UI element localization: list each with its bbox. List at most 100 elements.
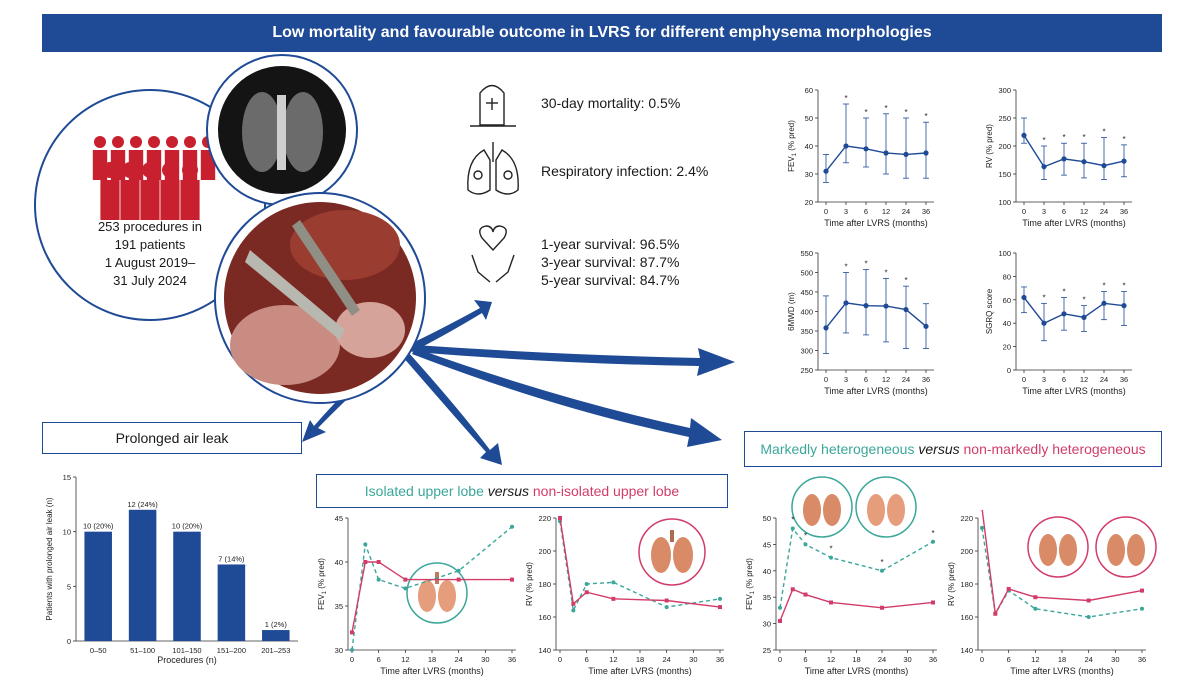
series-point-0 (1033, 606, 1038, 611)
x-tick-label: 0 (824, 207, 828, 216)
mean-line (825, 302, 927, 329)
infection-text: Respiratory infection: 2.4% (541, 163, 709, 179)
arrow-to-heterogeneous (412, 348, 722, 447)
significance-marker: * (791, 516, 794, 525)
significance-marker: * (864, 259, 867, 268)
significance-marker: * (880, 558, 883, 567)
mean-point (903, 151, 909, 157)
surgical-grasper (292, 220, 360, 316)
y-tick-label: 0 (1007, 366, 1011, 375)
x-tick-label: 24 (454, 655, 462, 664)
mean-point (923, 323, 929, 329)
y-axis-label: SGRQ score (985, 288, 994, 334)
mean-point (1101, 300, 1107, 306)
x-tick-label: 36 (716, 655, 724, 664)
infected-lungs-icon (467, 142, 519, 195)
series-point-1 (778, 618, 782, 623)
y-axis-label: RV (% pred) (985, 124, 994, 168)
x-tick-label: 0 (980, 655, 984, 664)
series-point-0 (510, 524, 514, 529)
x-tick-label: 0 (350, 655, 354, 664)
significance-marker: * (1122, 282, 1125, 291)
series-point-0 (456, 568, 461, 573)
series-point-0 (880, 568, 884, 573)
upper-lobe-b: non-isolated upper lobe (532, 483, 680, 499)
y-tick-label: 160 (538, 613, 551, 622)
y-tick-label: 500 (800, 269, 813, 278)
y-tick-label: 400 (800, 308, 813, 317)
x-tick-label: 3 (844, 207, 848, 216)
crowd-person-body (160, 180, 180, 220)
series-line-1 (559, 517, 721, 608)
y-axis-label: RV (% pred) (947, 562, 956, 606)
ct-left-lung (242, 92, 282, 172)
x-tick-label: 18 (852, 655, 860, 664)
y-axis-label: FEV1 (% pred) (745, 558, 756, 610)
upper-lobe-versus: versus (487, 483, 529, 499)
patients-line-4: 31 July 2024 (113, 273, 187, 288)
significance-marker: * (924, 112, 927, 121)
series-point-1 (829, 600, 833, 605)
mean-line (1023, 297, 1125, 325)
mortality-text: 30-day mortality: 0.5% (541, 95, 681, 111)
series-point-1 (790, 587, 795, 592)
x-tick-label: 6 (864, 207, 868, 216)
x-tick-label: 12 (1080, 375, 1088, 384)
significance-marker: * (1062, 133, 1065, 142)
y-axis-label: FEV1 (% pred) (317, 558, 328, 610)
mean-point (1021, 132, 1027, 138)
crowd-person-head (162, 162, 178, 178)
y-axis-label: FEV1 (% pred) (787, 120, 798, 172)
series-point-1 (363, 560, 368, 564)
x-axis-label: Time after LVRS (months) (824, 386, 928, 396)
patients-summary: 253 procedures in 191 patients 1 August … (60, 218, 240, 290)
arrow-to-upper-lobe (402, 352, 502, 465)
series-point-1 (611, 596, 616, 601)
crowd-person-head (94, 136, 106, 148)
mean-point (1041, 320, 1047, 326)
bar-data-label: 12 (24%) (127, 500, 158, 509)
significance-marker: * (904, 108, 907, 117)
series-point-1 (718, 605, 722, 610)
heterogeneous-lung-icon-1 (791, 476, 853, 538)
y-tick-label: 300 (998, 86, 1011, 95)
bar-data-label: 10 (20%) (83, 522, 114, 531)
mean-point (1061, 156, 1067, 162)
x-tick-label: 30 (903, 655, 911, 664)
series-point-0 (931, 539, 935, 544)
y-tick-label: 140 (538, 646, 551, 655)
y-tick-label: 220 (960, 514, 973, 523)
y-tick-label: 180 (960, 580, 973, 589)
upper-lobe-a: Isolated upper lobe (364, 483, 484, 499)
significance-marker: * (829, 545, 832, 554)
series-point-1 (350, 630, 354, 635)
x-tick-label: 51–100 (130, 646, 155, 655)
x-axis-label: Procedures (n) (157, 655, 217, 665)
mean-point (863, 146, 869, 152)
series-point-0 (790, 526, 795, 531)
crowd-person-body (180, 180, 200, 220)
series-point-1 (993, 611, 998, 616)
air-leak-heading-text: Prolonged air leak (115, 430, 229, 446)
x-tick-label: 6 (1007, 655, 1011, 664)
mean-point (923, 150, 929, 156)
series-point-1 (510, 577, 514, 582)
x-tick-label: 0 (1022, 207, 1026, 216)
upper-lobe-heading: Isolated upper lobe versus non-isolated … (316, 474, 728, 508)
significance-marker: * (884, 268, 887, 277)
series-line-0 (351, 526, 513, 651)
y-tick-label: 35 (335, 602, 343, 611)
x-tick-label: 0–50 (90, 646, 107, 655)
heterogeneity-heading: Markedly heterogeneous versus non-marked… (744, 431, 1162, 467)
mean-point (883, 303, 889, 309)
bar (84, 531, 112, 641)
significance-marker: * (1122, 135, 1125, 144)
y-tick-label: 200 (998, 142, 1011, 151)
series-point-1 (1006, 586, 1011, 591)
non-upper-lobe-lung-icon (638, 518, 706, 586)
surgical-stapler (245, 250, 345, 340)
mean-point (903, 306, 909, 313)
